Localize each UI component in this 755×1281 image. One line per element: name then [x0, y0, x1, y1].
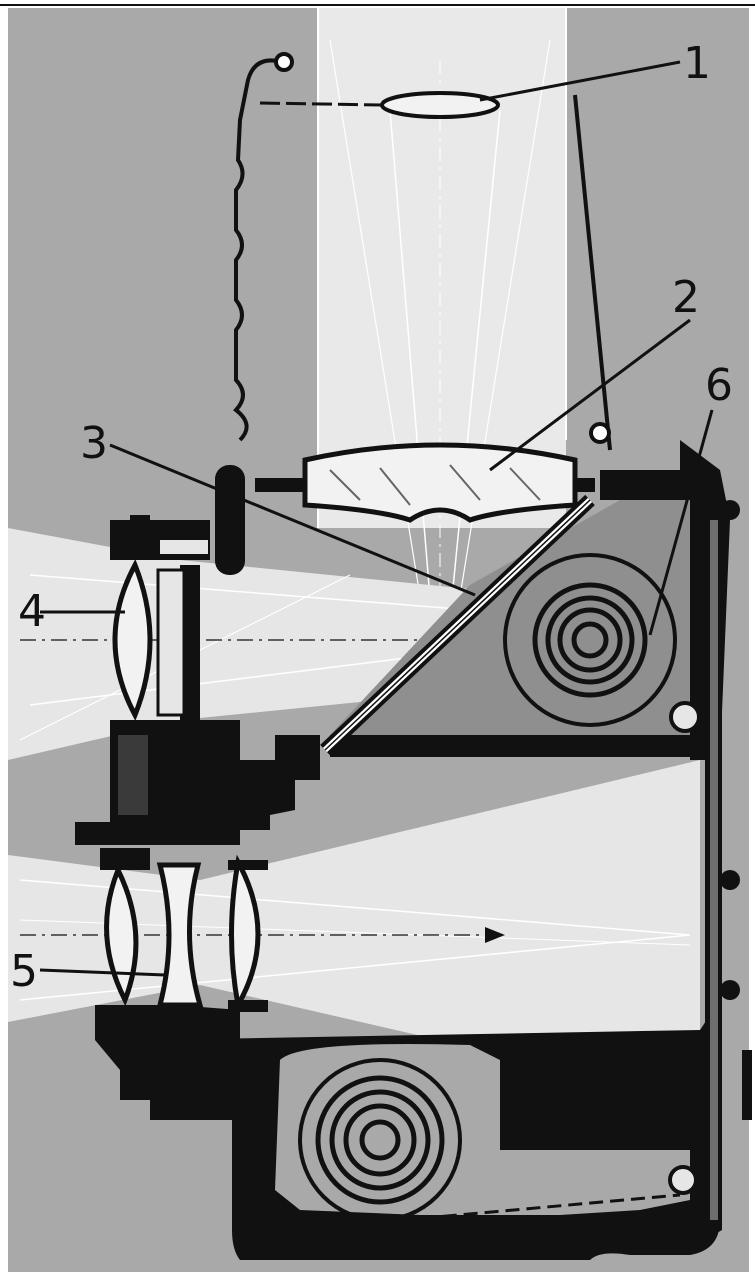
viewing-ray-1	[29, 574, 471, 611]
viewfinder-magnifier	[259, 91, 500, 119]
taking-axis-arrow	[485, 927, 505, 943]
reflex-mirror	[320, 494, 595, 756]
leader-line-2	[489, 318, 691, 472]
callout-1: 1	[683, 38, 711, 89]
lower-film-spool	[298, 1058, 698, 1222]
upper-chamber-body	[330, 500, 690, 745]
leader-line-6	[648, 409, 714, 636]
back-latch-upper	[720, 500, 740, 520]
taking-ray-1	[19, 879, 691, 936]
film-path-dashed	[379, 1193, 681, 1224]
callout-6: 6	[705, 360, 733, 411]
back-latch-middle	[720, 870, 740, 890]
back-latch-lower	[720, 980, 740, 1000]
upper-chamber-floor	[330, 735, 710, 757]
callout-4: 4	[18, 586, 46, 637]
viewing-lens-assembly	[110, 465, 245, 725]
front-standard-gap	[118, 735, 148, 815]
upper-chamber-wall	[600, 440, 730, 760]
callout-3: 3	[80, 418, 108, 469]
back-clip	[742, 1050, 752, 1120]
hood-frame-left	[233, 52, 294, 442]
callout-5: 5	[10, 946, 38, 997]
back-wall-light-gap	[710, 520, 718, 1220]
taking-light-cone	[8, 760, 700, 1100]
taking-lens-assembly	[95, 848, 268, 1100]
leader-line-5	[39, 968, 166, 977]
callout-2: 2	[672, 272, 700, 323]
viewing-ray-2	[29, 649, 471, 706]
focusing-lens	[255, 442, 595, 523]
upper-film-spool	[503, 553, 701, 733]
front-standard-window	[255, 720, 275, 760]
taking-ray-2	[19, 934, 691, 1001]
hood-frame-right	[573, 94, 612, 451]
leader-line-1	[479, 60, 681, 102]
leader-line-3	[109, 443, 476, 597]
